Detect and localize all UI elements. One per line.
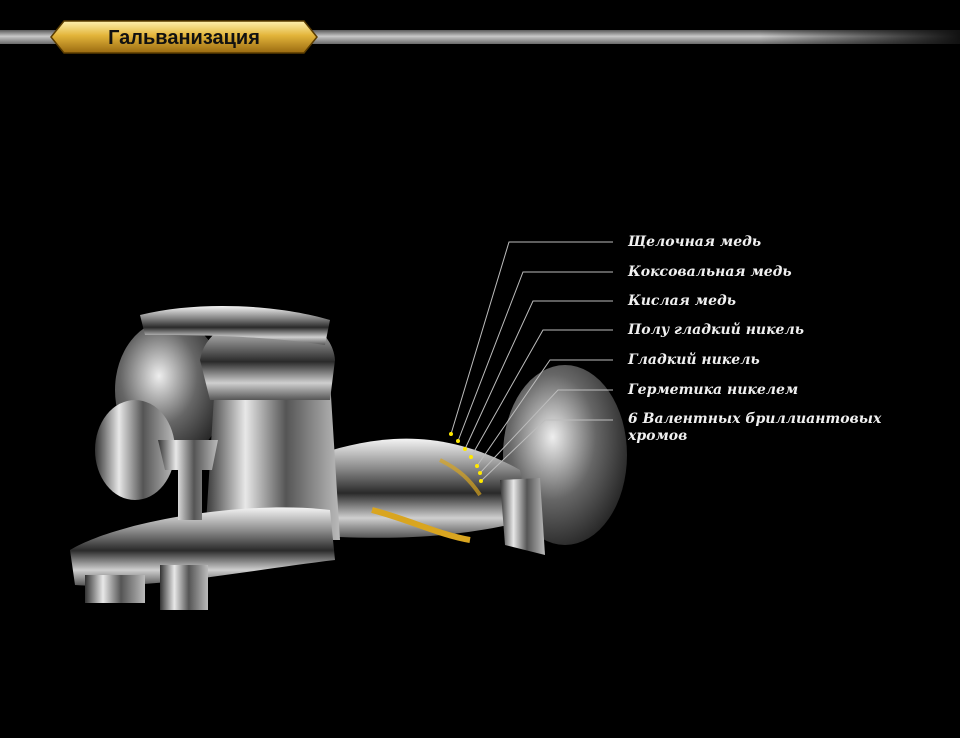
title-badge — [50, 20, 318, 54]
page-title: Гальванизация — [108, 27, 260, 49]
layer-label: Коксовальная медь — [628, 264, 792, 280]
layer-label: 6 Валентных бриллиантовых хромов — [628, 411, 882, 444]
faucet-image — [70, 305, 627, 610]
layer-dots — [449, 432, 483, 483]
layer-label: Кислая медь — [628, 293, 736, 309]
layer-label: Полу гладкий никель — [628, 322, 804, 338]
layer-label: Герметика никелем — [628, 382, 799, 398]
layer-label: Щелочная медь — [628, 234, 762, 250]
layer-label: Гладкий никель — [628, 352, 760, 368]
leader-lines — [450, 241, 613, 482]
